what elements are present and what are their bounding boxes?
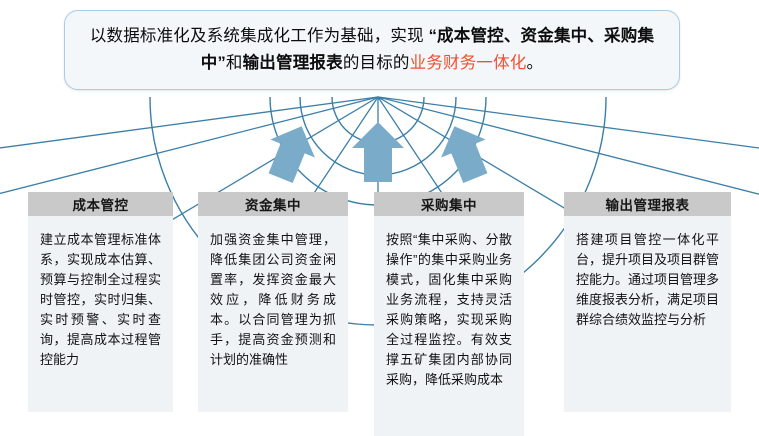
arrow-center [352,122,404,182]
spoke-9 [377,96,759,149]
pillar-title: 成本管控 [28,192,173,216]
spoke-1 [0,96,379,149]
arrow-left [268,126,315,184]
headline-segment-5: 业务财务一体化 [409,54,527,72]
pillar-description: 按照“集中采购、分散操作”的集中采购业务模式，固化集中采购业务流程，支持灵活采购… [374,216,524,436]
headline-text: 以数据标准化及系统集成化工作为基础，实现 “成本管控、资金集中、采购集中”和输出… [83,23,661,77]
pillar-fund-centralization[interactable]: 资金集中 加强资金集中管理，降低集团公司资金闲置率，发挥资金最大效应，降低财务成… [198,192,348,412]
arrow-right [441,126,488,184]
headline-banner: 以数据标准化及系统集成化工作为基础，实现 “成本管控、资金集中、采购集中”和输出… [64,10,680,90]
pillar-description: 建立成本管理标准体系，实现成本估算、预算与控制全过程实时管控，实时归集、实时预警… [28,216,173,412]
pillar-cost-control[interactable]: 成本管控 建立成本管理标准体系，实现成本估算、预算与控制全过程实时管控，实时归集… [28,192,173,412]
spoke-2 [0,96,379,195]
pillar-procurement-centralization[interactable]: 采购集中 按照“集中采购、分散操作”的集中采购业务模式，固化集中采购业务流程，支… [374,192,524,436]
pillar-management-reports[interactable]: 输出管理报表 搭建项目管控一体化平台，提升项目及项目群管控能力。通过项目管理多维… [564,192,731,412]
headline-segment-1: “成本管控、资金集中、采购集中” [200,27,655,72]
pillar-title: 资金集中 [198,192,348,216]
pillar-title: 采购集中 [374,192,524,216]
headline-segment-2: 和 [225,54,243,72]
headline-segment-6: 。 [526,54,544,72]
pillar-description: 加强资金集中管理，降低集团公司资金闲置率，发挥资金最大效应，降低财务成本。以合同… [198,216,348,412]
headline-segment-4: 的目标的 [342,54,410,72]
spoke-8 [377,96,759,195]
pillar-title: 输出管理报表 [564,192,731,216]
fan-arrows [268,122,488,184]
headline-segment-0: 以数据标准化及系统集成化工作为基础，实现 [89,27,429,45]
pillar-description: 搭建项目管控一体化平台，提升项目及项目群管控能力。通过项目管理多维度报表分析，满… [564,216,731,412]
headline-segment-3: 输出管理报表 [242,54,343,72]
